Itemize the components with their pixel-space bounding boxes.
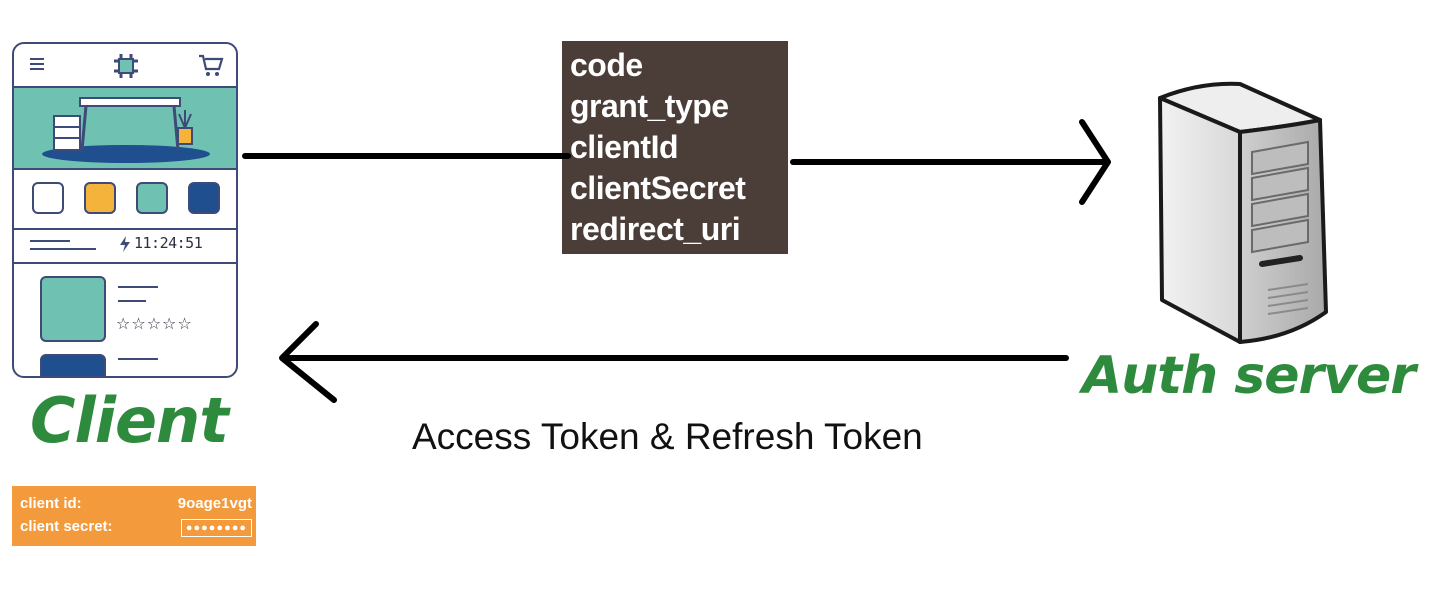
- desk-illustration: [42, 97, 210, 163]
- rating-stars: ☆☆☆☆☆: [116, 314, 193, 333]
- text-line: [30, 240, 70, 242]
- product-thumbnail: [40, 276, 106, 342]
- client-credentials-box: client id: 9oage1vgt client secret: ●●●●…: [12, 486, 256, 546]
- response-label: Access Token & Refresh Token: [412, 416, 923, 457]
- request-parameters-box: code grant_type clientId clientSecret re…: [562, 41, 788, 254]
- swatch-yellow: [84, 182, 116, 214]
- hero-banner: [14, 86, 236, 170]
- param-grant-type: grant_type: [570, 88, 729, 124]
- param-redirect-uri: redirect_uri: [570, 211, 741, 247]
- client-label: Client: [30, 384, 229, 457]
- text-line: [30, 248, 96, 250]
- server-icon: [1158, 81, 1328, 344]
- product-thumbnail: [40, 354, 106, 376]
- auth-server-label: Auth server: [1082, 346, 1416, 406]
- countdown-timer: 11:24:51: [134, 234, 203, 252]
- text-line: [118, 358, 158, 360]
- param-code: code: [570, 47, 643, 83]
- client-secret-value: ●●●●●●●●: [180, 519, 252, 537]
- client-id-value: 9oage1vgt: [177, 495, 252, 512]
- param-client-id: clientId: [570, 129, 679, 165]
- client-id-key: client id:: [20, 495, 82, 512]
- text-line: [118, 286, 158, 288]
- divider: [14, 228, 236, 230]
- client-secret-key: client secret:: [20, 518, 113, 535]
- brand-logo-icon: [114, 54, 138, 78]
- client-id-row: client id: 9oage1vgt: [20, 495, 252, 513]
- client-secret-row: client secret: ●●●●●●●●: [20, 518, 252, 537]
- swatch-teal: [136, 182, 168, 214]
- text-line: [118, 300, 146, 302]
- response-arrow: [279, 321, 1069, 403]
- client-app-illustration: 11:24:51 ☆☆☆☆☆: [12, 42, 238, 378]
- flash-icon: [120, 236, 130, 252]
- swatch-navy: [188, 182, 220, 214]
- cart-icon: [199, 54, 224, 76]
- param-client-secret: clientSecret: [570, 170, 746, 206]
- swatch-white: [32, 182, 64, 214]
- divider: [14, 262, 236, 264]
- request-arrow: [790, 119, 1111, 205]
- menu-icon: [30, 58, 44, 70]
